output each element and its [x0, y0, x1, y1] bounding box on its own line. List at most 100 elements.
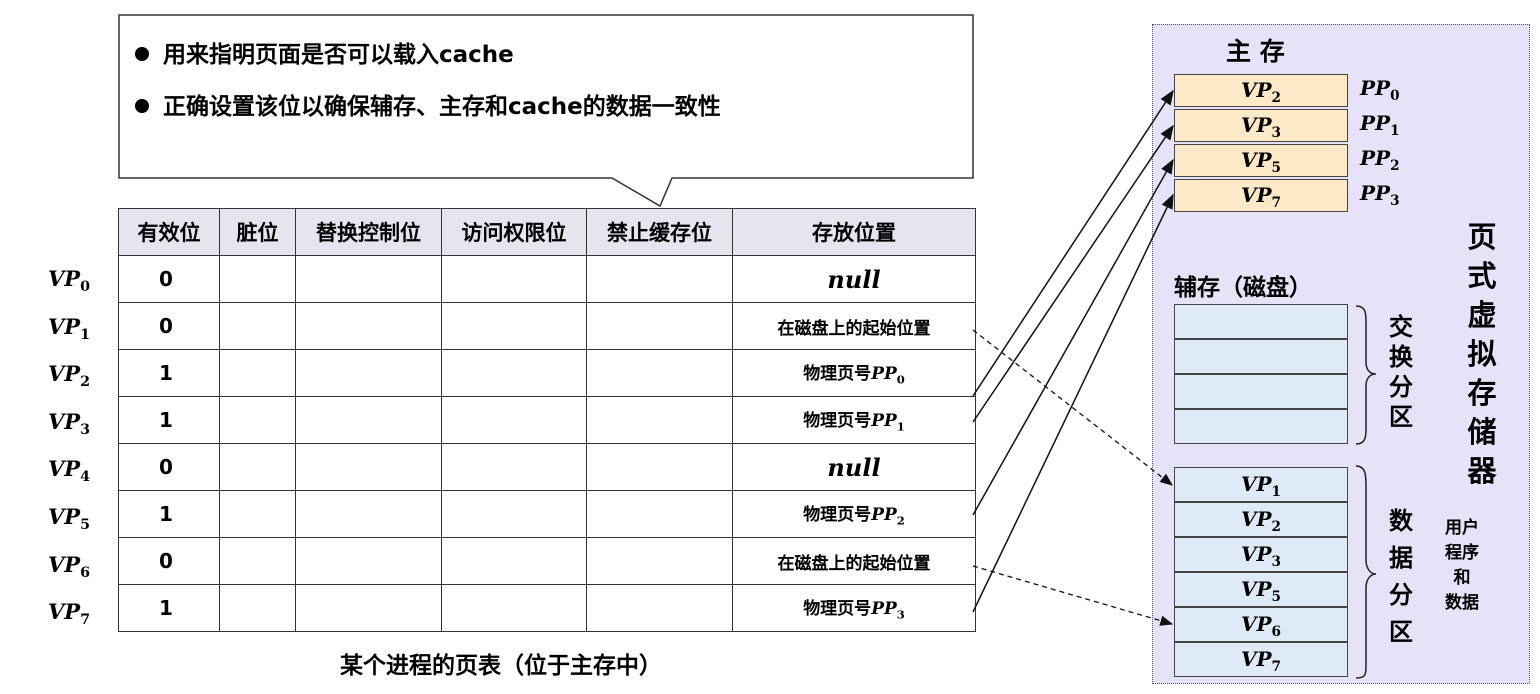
swap-cell — [1174, 304, 1348, 339]
empty-cell — [295, 490, 442, 538]
vp-label: VP5 — [1240, 577, 1282, 605]
arrow-vp7-to-mem — [972, 193, 1174, 613]
empty-cell — [219, 396, 296, 444]
header-dirty: 脏位 — [219, 208, 296, 256]
vp-label: VP6 — [1240, 612, 1282, 640]
empty-cell — [295, 584, 442, 632]
data-brace — [1355, 465, 1377, 679]
empty-cell — [586, 255, 733, 303]
physical-page-label: PP0 — [1360, 76, 1400, 104]
physical-page-label: PP2 — [1360, 146, 1400, 174]
vp-label: VP0 — [48, 266, 91, 296]
empty-cell — [441, 490, 587, 538]
empty-cell — [295, 255, 442, 303]
disk-title: 辅存（磁盘） — [1174, 275, 1312, 301]
data-partition-label: 数据分区 — [1389, 507, 1413, 646]
empty-cell — [219, 443, 296, 491]
vp-label: VP7 — [1240, 647, 1282, 675]
pp-label: PP0 — [1360, 76, 1400, 104]
pp-label: PP3 — [1360, 181, 1400, 209]
side-title: 页式虚拟存储器 — [1467, 220, 1497, 488]
empty-cell — [219, 302, 296, 350]
row-vp-label: VP6 — [48, 552, 118, 581]
location-cell: null — [732, 443, 976, 491]
row-vp-label: VP2 — [48, 361, 118, 390]
vp-label: VP4 — [48, 456, 91, 486]
disk-data-page: VP7 — [1174, 642, 1348, 677]
row-vp-label: VP3 — [48, 409, 118, 438]
empty-cell — [295, 443, 442, 491]
user-data-label: 用户程序和数据 — [1445, 518, 1479, 613]
arrow-vp5-to-mem — [972, 158, 1174, 516]
pp-number: PP0 — [871, 364, 905, 387]
valid-bit-cell: 1 — [118, 396, 220, 444]
valid-bit-cell: 1 — [118, 490, 220, 538]
vp-label: VP2 — [1240, 507, 1282, 535]
empty-cell — [586, 443, 733, 491]
disk-data-page: VP3 — [1174, 537, 1348, 572]
vp-label: VP5 — [48, 504, 91, 534]
pp-label: PP1 — [1360, 111, 1400, 139]
main-memory-page: VP5 — [1174, 144, 1348, 177]
row-vp-label: VP4 — [48, 456, 118, 485]
vp-label: VP2 — [1240, 78, 1282, 106]
pp-number: PP1 — [871, 411, 905, 434]
empty-cell — [586, 396, 733, 444]
row-vp-label: VP7 — [48, 599, 118, 628]
swap-brace — [1355, 305, 1377, 445]
callout-bullet-2: 正确设置该位以确保辅存、主存和cache的数据一致性 — [135, 92, 721, 122]
location-cell: 物理页号PP3 — [732, 584, 976, 632]
pp-number: PP3 — [871, 599, 905, 622]
location-cell: 物理页号PP1 — [732, 396, 976, 444]
arrow-vp2-to-mem — [972, 89, 1174, 397]
row-vp-label: VP0 — [48, 266, 118, 295]
header-valid: 有效位 — [118, 208, 220, 256]
header-nocache: 禁止缓存位 — [586, 208, 733, 256]
empty-cell — [441, 255, 587, 303]
table-caption: 某个进程的页表（位于主存中） — [340, 653, 662, 679]
vp-label: VP6 — [48, 551, 91, 581]
empty-cell — [441, 443, 587, 491]
main-memory-page: VP7 — [1174, 179, 1348, 212]
pp-label: PP2 — [1360, 146, 1400, 174]
empty-cell — [441, 584, 587, 632]
table-row: 1 物理页号PP2 — [118, 490, 976, 538]
location-cell: 物理页号PP2 — [732, 490, 976, 538]
empty-cell — [441, 396, 587, 444]
page-table-header: 有效位 脏位 替换控制位 访问权限位 禁止缓存位 存放位置 — [118, 208, 976, 256]
row-vp-label: VP5 — [48, 504, 118, 533]
swap-partition-label: 交换分区 — [1389, 313, 1413, 431]
table-row: 1 物理页号PP1 — [118, 396, 976, 444]
vp-label: VP7 — [48, 599, 91, 629]
empty-cell — [586, 537, 733, 585]
location-cell: 在磁盘上的起始位置 — [732, 537, 976, 585]
empty-cell — [441, 537, 587, 585]
disk-data-page: VP2 — [1174, 502, 1348, 537]
main-memory-page: VP2 — [1174, 74, 1348, 107]
callout-bullet-1: 用来指明页面是否可以载入cache — [135, 40, 514, 70]
arrow-vp3-to-mem — [972, 124, 1174, 423]
empty-cell — [219, 255, 296, 303]
main-memory-page: VP3 — [1174, 109, 1348, 142]
row-vp-label: VP1 — [48, 314, 118, 343]
pp-number: PP2 — [871, 505, 905, 528]
disk-data-page: VP6 — [1174, 607, 1348, 642]
empty-cell — [586, 584, 733, 632]
header-location: 存放位置 — [732, 208, 976, 256]
empty-cell — [295, 396, 442, 444]
arrow-vp1-to-disk — [972, 329, 1174, 486]
header-replace: 替换控制位 — [295, 208, 442, 256]
swap-cell — [1174, 409, 1348, 444]
vp-label: VP3 — [1240, 113, 1282, 141]
location-cell: 物理页号PP0 — [732, 349, 976, 397]
vp-label: VP3 — [48, 408, 91, 438]
empty-cell — [441, 302, 587, 350]
vp-label: VP7 — [1240, 183, 1282, 211]
